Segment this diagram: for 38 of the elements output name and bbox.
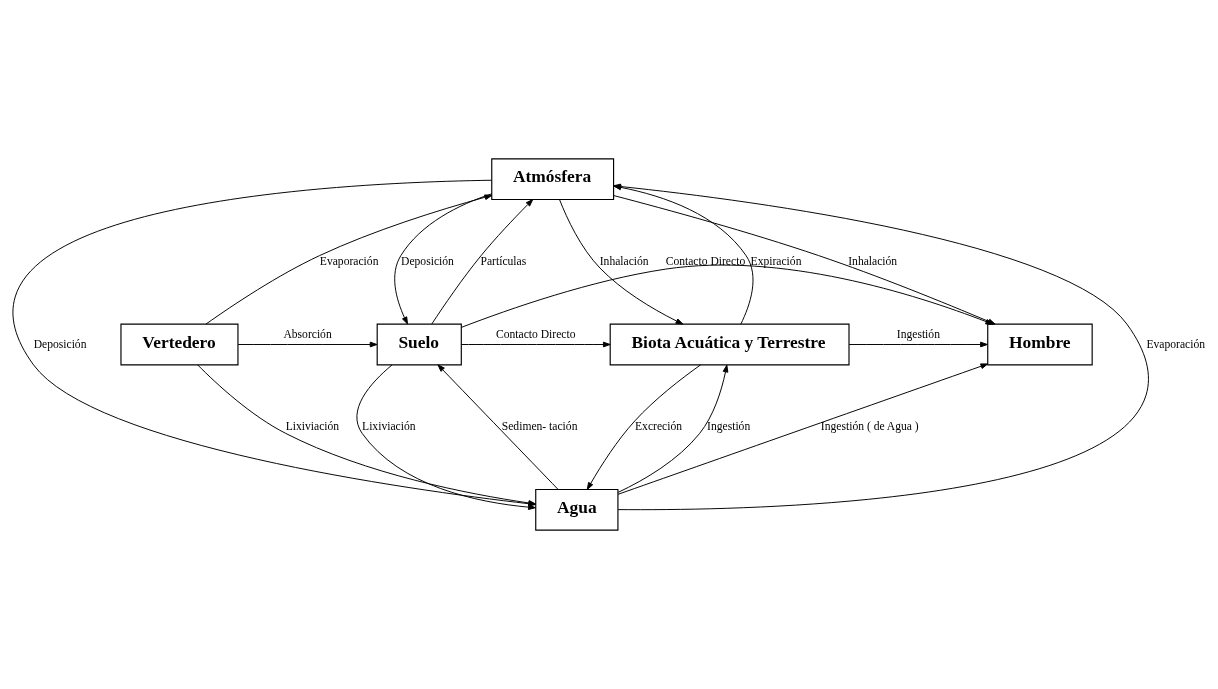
edge-label: Contacto Directo	[665, 254, 746, 268]
edge-label: Expiración	[750, 254, 802, 268]
arrow	[356, 364, 536, 510]
node-box: Hombre	[987, 323, 1093, 366]
arrow	[14, 179, 536, 507]
edge-label: Ingestión ( de Agua )	[820, 420, 919, 434]
edge-label: Ingestión	[707, 420, 751, 434]
node-box: Agua	[535, 488, 619, 531]
edge-label: Partículas	[480, 254, 527, 268]
edge-label: Deposición	[401, 254, 454, 268]
arrow	[237, 341, 378, 348]
node-box: Atmósfera	[491, 158, 615, 201]
edge-label: Evaporación	[319, 254, 379, 268]
arrow	[460, 341, 611, 348]
edge-label: Absorción	[283, 328, 332, 342]
node-box: Suelo	[376, 323, 462, 366]
edge-label: Sedimen- tación	[501, 420, 578, 434]
arrow	[205, 194, 493, 325]
arrow	[617, 364, 729, 493]
edge-label: Inhalación	[599, 254, 649, 268]
edge-label: Lixiviación	[285, 420, 340, 434]
node-box: Biota Acuática y Terrestre	[609, 323, 850, 366]
arrow	[559, 199, 684, 325]
arrow	[431, 199, 534, 325]
node-box: Vertedero	[120, 323, 239, 366]
edge-label: Contacto Directo	[495, 328, 576, 342]
edge-label: Lixiviación	[362, 420, 416, 434]
arrow	[848, 341, 988, 348]
edge-label: Ingestión	[896, 328, 940, 342]
edge-label: Inhalación	[848, 254, 898, 268]
arrow	[197, 364, 536, 506]
arrow	[437, 364, 559, 490]
edge-label: Evaporación	[1146, 337, 1206, 351]
arrow	[617, 363, 989, 495]
edge-label: Deposición	[33, 337, 87, 351]
arrow	[586, 364, 702, 490]
edge-label: Excreción	[635, 420, 683, 434]
arrow	[394, 193, 493, 325]
